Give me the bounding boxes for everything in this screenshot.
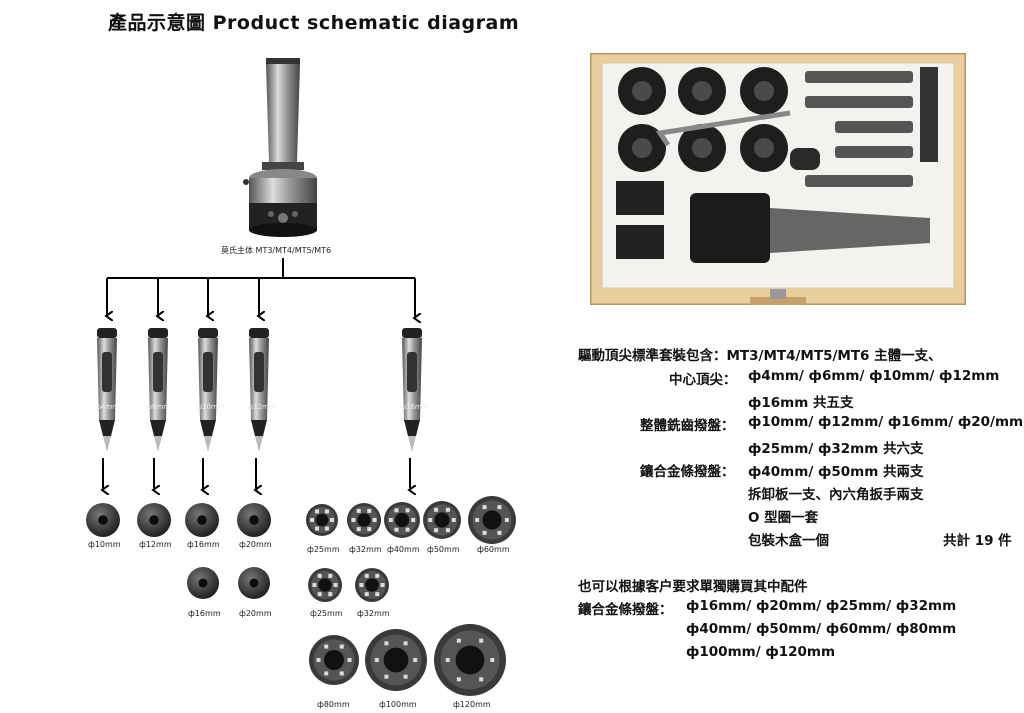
carbide-label: ф80mm xyxy=(317,700,350,709)
center-pin xyxy=(198,328,218,452)
milled-plate xyxy=(86,503,120,537)
plate-label: ф12mm xyxy=(139,540,172,549)
milled-plate xyxy=(187,567,219,599)
center-pin-label: ф10mm xyxy=(196,403,225,411)
spec-center-label: 中心頂尖： xyxy=(669,372,737,388)
morse-taper-body xyxy=(243,58,317,237)
carbide-plate xyxy=(423,501,461,539)
center-pin-label: ф6mm xyxy=(146,403,171,411)
carbide-label: ф50mm xyxy=(427,545,460,554)
milled-plate xyxy=(238,567,270,599)
body-label: 莫氏主体 MT3/MT4/MT5/MT6 xyxy=(221,246,332,255)
schematic-diagram xyxy=(86,58,516,696)
carbide-plate xyxy=(434,624,506,696)
carbide-label: ф60mm xyxy=(477,545,510,554)
spec-optional: 也可以根據客户要求單獨購買其中配件 xyxy=(578,579,808,595)
center-pin xyxy=(148,328,168,452)
plate-label: ф20mm xyxy=(239,540,272,549)
spec-optional-sizes-1: ф16mm/ ф20mm/ ф25mm/ ф32mm xyxy=(686,598,957,614)
carbide-label: ф40mm xyxy=(387,545,420,554)
carbide-plate xyxy=(365,629,427,691)
drive-plates xyxy=(86,496,516,696)
milled-plate xyxy=(237,503,271,537)
center-pins xyxy=(97,328,422,452)
spec-oring: O 型圈一套 xyxy=(748,510,819,526)
carbide-label: ф32mm xyxy=(357,609,390,618)
carbide-label: ф32mm xyxy=(349,545,382,554)
carbide-plate xyxy=(306,504,338,536)
spec-total: 共計 19 件 xyxy=(943,533,1012,549)
carbide-label: ф25mm xyxy=(310,609,343,618)
carbide-label: ф120mm xyxy=(453,700,491,709)
spec-optional-label: 鑲合金條撥盤： xyxy=(578,602,673,618)
spec-box: 包裝木盒一個 xyxy=(748,533,829,549)
carbide-plate xyxy=(468,496,516,544)
center-pin xyxy=(249,328,269,452)
page-title: 產品示意圖 Product schematic diagram xyxy=(108,12,520,34)
carbide-label: ф25mm xyxy=(307,545,340,554)
center-pin-label: ф12mm xyxy=(247,403,276,411)
spec-optional-sizes-2: ф40mm/ ф50mm/ ф60mm/ ф80mm xyxy=(686,621,957,637)
plate-label: ф10mm xyxy=(88,540,121,549)
center-pin-label: ф4mm xyxy=(95,403,120,411)
carbide-plate xyxy=(347,503,381,537)
plate-label: ф16mm xyxy=(187,540,220,549)
plate-label: ф20mm xyxy=(239,609,272,618)
spec-carbide-label: 鑲合金條撥盤： xyxy=(640,464,735,480)
carbide-plate xyxy=(308,568,342,602)
carbide-label: ф100mm xyxy=(379,700,417,709)
spec-optional-sizes-3: ф100mm/ ф120mm xyxy=(686,644,836,660)
carbide-plate xyxy=(355,568,389,602)
spec-milled-label: 整體銑齒撥盤： xyxy=(640,418,735,434)
milled-plate xyxy=(185,503,219,537)
spec-standard-set: 驅動頂尖標準套裝包含：MT3/MT4/MT5/MT6 主體一支、 xyxy=(578,348,942,364)
spec-carbide-sizes: ф40mm/ ф50mm 共兩支 xyxy=(748,464,924,480)
center-pin xyxy=(402,328,422,452)
spec-milled-sizes: ф10mm/ ф12mm/ ф16mm/ ф20/mm xyxy=(748,414,1024,430)
plate-label: ф16mm xyxy=(188,609,221,618)
spec-center-count: ф16mm 共五支 xyxy=(748,395,854,411)
connection-lines xyxy=(103,258,415,490)
spec-tools: 拆卸板一支、內六角扳手兩支 xyxy=(748,487,924,503)
product-photo xyxy=(590,53,966,305)
spec-milled-count: ф25mm/ ф32mm 共六支 xyxy=(748,441,924,457)
center-pin xyxy=(97,328,117,452)
milled-plate xyxy=(137,503,171,537)
carbide-plate xyxy=(384,502,420,538)
spec-center-sizes: ф4mm/ ф6mm/ ф10mm/ ф12mm xyxy=(748,368,1000,384)
carbide-plate xyxy=(309,635,359,685)
center-pin-label: ф16mm xyxy=(400,403,429,411)
